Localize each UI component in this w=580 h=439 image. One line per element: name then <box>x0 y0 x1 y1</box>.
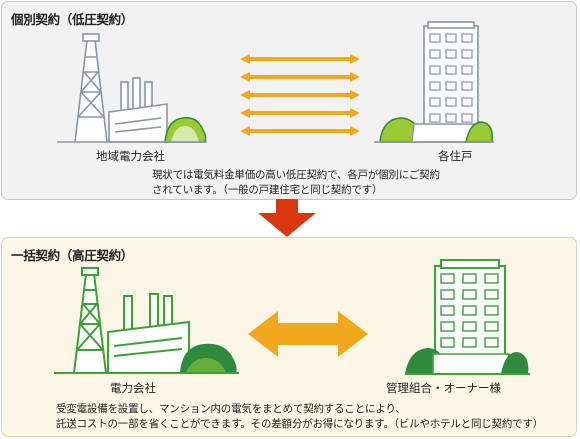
bulk-contract-panel: 一括契約（高圧契約） 電力会社 <box>1 237 577 437</box>
bulk-description: 受変電設備を設置し、マンション内の電気をまとめて契約することにより、 託送コスト… <box>56 402 543 432</box>
bulk-left-label: 電力会社 <box>110 381 156 395</box>
apartment-building-green-icon <box>405 259 530 375</box>
individual-contract-title: 個別契約（低圧契約） <box>11 12 134 27</box>
bulk-bidirectional-arrow <box>248 311 368 357</box>
individual-description-line2: されています。（一般の戸建住宅と同じ契約です） <box>152 184 383 196</box>
bidirectional-arrows <box>240 54 360 136</box>
apartment-building-icon <box>374 21 494 143</box>
individual-description-line1: 現状では電気料金単価の高い低圧契約で、各戸が個別にご契約 <box>152 169 440 181</box>
individual-left-label: 地域電力会社 <box>96 149 165 163</box>
bulk-description-line2: 託送コストの一部を省くことができます。その差額分がお得になります。（ビルやホテル… <box>56 418 544 430</box>
power-plant-icon <box>57 33 207 143</box>
individual-right-label: 各住戸 <box>438 149 473 163</box>
bulk-description-line1: 受変電設備を設置し、マンション内の電気をまとめて契約することにより、 <box>56 403 406 415</box>
down-arrow-icon <box>258 199 316 237</box>
individual-contract-panel: 個別契約（低圧契約） 地域電力会社 <box>1 1 577 200</box>
individual-description: 現状では電気料金単価の高い低圧契約で、各戸が個別にご契約 されています。（一般の… <box>152 168 440 198</box>
bulk-right-label: 管理組合・オーナー様 <box>386 381 501 395</box>
bulk-contract-title: 一括契約（高圧契約） <box>11 248 134 263</box>
power-plant-green-icon <box>54 267 239 374</box>
